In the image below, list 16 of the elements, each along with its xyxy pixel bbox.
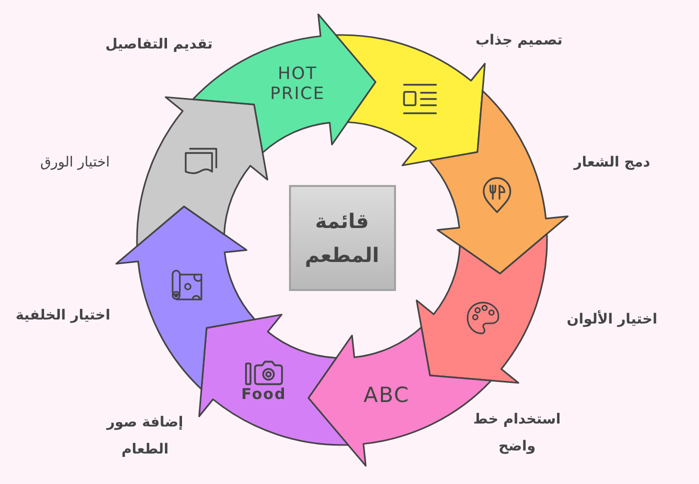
arrow-segment [416, 233, 548, 384]
step-label: إضافة صور الطعام [105, 413, 184, 459]
arrow-segment [136, 96, 268, 247]
segment-text: HOT PRICE [269, 65, 326, 104]
step-label: تصميم جذاب [475, 32, 563, 51]
step-label: استخدام خط واضح [472, 410, 562, 456]
segment-text: Food [241, 386, 286, 404]
segment-text: ABC [363, 383, 410, 408]
arrow-segment [198, 314, 349, 446]
step-label: اختيار الورق [40, 154, 110, 173]
arrow-segment [428, 90, 569, 274]
center-box: قائمة المطعم [288, 185, 396, 291]
step-label: اختيار الخلفية [16, 306, 110, 326]
step-label: اختيار الألوان [566, 309, 658, 330]
step-label: تقديم التفاصيل [105, 36, 213, 55]
step-label: دمج الشعار [574, 154, 650, 173]
